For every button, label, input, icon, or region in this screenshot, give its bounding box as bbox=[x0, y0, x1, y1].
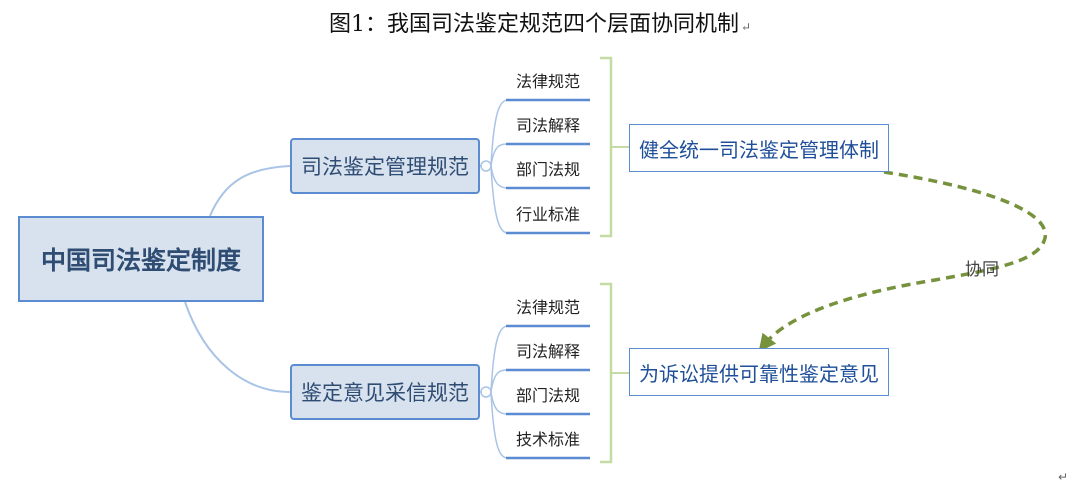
leaf-label: 部门法规 bbox=[515, 386, 580, 405]
branch1-stem-2 bbox=[490, 143, 509, 167]
caption-text: 图1：我国司法鉴定规范四个层面协同机制 bbox=[328, 12, 739, 37]
branch2-stem-2 bbox=[490, 369, 509, 393]
branch1-stem-3 bbox=[490, 165, 509, 189]
coordination-arrow bbox=[758, 170, 1048, 352]
return-mark-corner: ↵ bbox=[1058, 470, 1069, 484]
bracket-branch-1 bbox=[600, 56, 613, 238]
expander-branch-1 bbox=[480, 160, 492, 172]
root-node: 中国司法鉴定制度 bbox=[18, 216, 264, 302]
leaf-label: 法律规范 bbox=[515, 298, 580, 317]
result-node-management: 健全统一司法鉴定管理体制 bbox=[629, 124, 889, 172]
result-node-adoption: 为诉讼提供可靠性鉴定意见 bbox=[629, 348, 889, 396]
leaf-label: 行业标准 bbox=[515, 205, 580, 224]
branch-node-adoption: 鉴定意见采信规范 bbox=[290, 364, 480, 420]
leaf-label: 司法解释 bbox=[515, 116, 580, 135]
branch-node-management: 司法鉴定管理规范 bbox=[290, 138, 480, 194]
connector-root-to-adoption bbox=[184, 301, 291, 393]
coordination-label: 协同 bbox=[965, 260, 999, 280]
branch2-stem-1 bbox=[490, 325, 509, 393]
branch2-stem-4 bbox=[490, 391, 509, 459]
return-mark: ↵ bbox=[740, 20, 752, 34]
branch1-stem-4 bbox=[490, 165, 509, 234]
leaf-label: 技术标准 bbox=[515, 430, 580, 449]
bracket-branch-2 bbox=[600, 282, 613, 464]
connector-root-to-management bbox=[209, 165, 291, 217]
branch2-stem-3 bbox=[490, 391, 509, 415]
leaf-label: 司法解释 bbox=[515, 342, 580, 361]
leaf-label: 部门法规 bbox=[515, 160, 580, 179]
figure-caption: 图1：我国司法鉴定规范四个层面协同机制↵ bbox=[0, 6, 1080, 38]
branch1-stem-1 bbox=[490, 99, 509, 167]
expander-branch-2 bbox=[480, 386, 492, 398]
leaf-label: 法律规范 bbox=[515, 72, 580, 91]
